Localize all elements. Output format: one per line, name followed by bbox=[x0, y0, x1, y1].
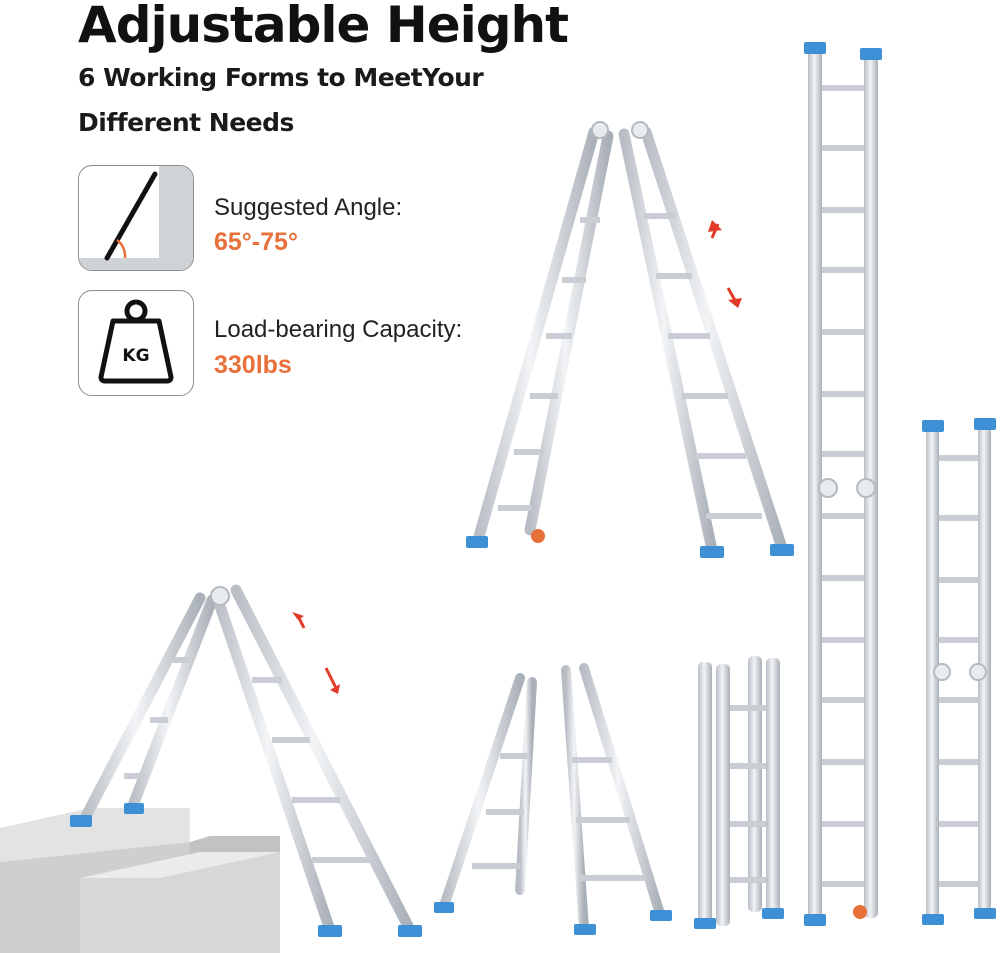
angle-icon bbox=[79, 166, 193, 270]
ladder-small-a-frame bbox=[434, 663, 672, 935]
weight-icon: KG bbox=[98, 299, 174, 384]
ladder-a-frame-tall bbox=[466, 121, 794, 558]
ladder-two-section bbox=[922, 418, 996, 925]
load-label: Load-bearing Capacity: bbox=[214, 316, 463, 343]
subtitle-line-1: 6 Working Forms to MeetYour bbox=[78, 63, 484, 92]
stair-block bbox=[0, 808, 280, 953]
angle-value: 65°-75° bbox=[214, 228, 298, 256]
angle-label: Suggested Angle: bbox=[214, 194, 403, 221]
ladder-a-frame-stairs bbox=[70, 584, 422, 937]
adjust-arrows-2 bbox=[708, 220, 742, 308]
angle-icon-box bbox=[78, 165, 194, 271]
subtitle-line-2: Different Needs bbox=[78, 108, 294, 137]
load-value: 330lbs bbox=[214, 351, 292, 379]
ladder-full-extension bbox=[804, 42, 882, 926]
weight-icon-box: KG bbox=[78, 290, 194, 396]
weight-icon-text: KG bbox=[122, 346, 149, 366]
ladder-folded-storage bbox=[694, 656, 784, 929]
adjust-arrows-1 bbox=[292, 612, 340, 694]
page-title: Adjustable Height bbox=[78, 0, 569, 54]
